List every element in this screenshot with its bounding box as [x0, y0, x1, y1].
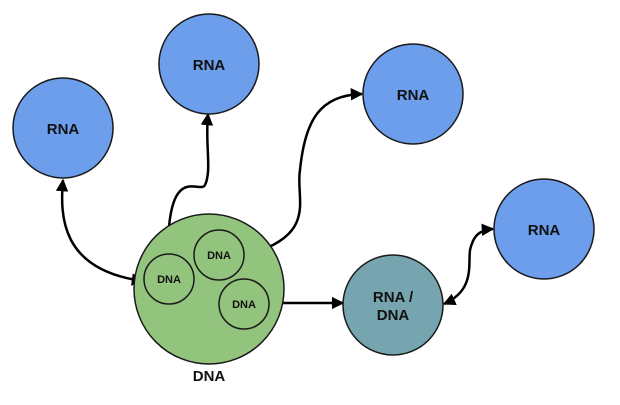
node-hybrid-label-line1: RNA / — [373, 289, 414, 306]
node-dna-inner-right-label: DNA — [232, 299, 256, 311]
node-rna-dna-hybrid: RNA / DNA — [342, 254, 444, 356]
node-rna-right: RNA — [493, 178, 595, 280]
edge-dna-top-rna-upper-right — [242, 88, 364, 260]
node-dna-inner-top-label: DNA — [207, 250, 231, 262]
node-hybrid-label-line2: DNA — [377, 307, 410, 324]
node-rna-upper-right-label: RNA — [397, 87, 430, 104]
node-rna-left-label: RNA — [47, 121, 80, 138]
edge-dna-left-rna-left — [55, 178, 145, 286]
node-rna-left: RNA — [12, 77, 114, 179]
node-dna-inner-left: DNA — [143, 253, 195, 305]
node-dna-cell: DNA DNA DNA DNA — [133, 213, 285, 385]
edge-dna-left-rna-top — [161, 112, 214, 254]
node-rna-top: RNA — [158, 13, 260, 115]
node-dna-inner-top: DNA — [193, 229, 245, 281]
node-dna-inner-right: DNA — [218, 278, 270, 330]
node-rna-right-label: RNA — [528, 222, 561, 239]
node-dna-cell-label: DNA — [193, 368, 226, 385]
edge-hybrid-rna-right — [442, 223, 495, 306]
node-dna-inner-left-label: DNA — [157, 274, 181, 286]
node-rna-upper-right: RNA — [362, 43, 464, 145]
node-rna-top-label: RNA — [193, 57, 226, 74]
